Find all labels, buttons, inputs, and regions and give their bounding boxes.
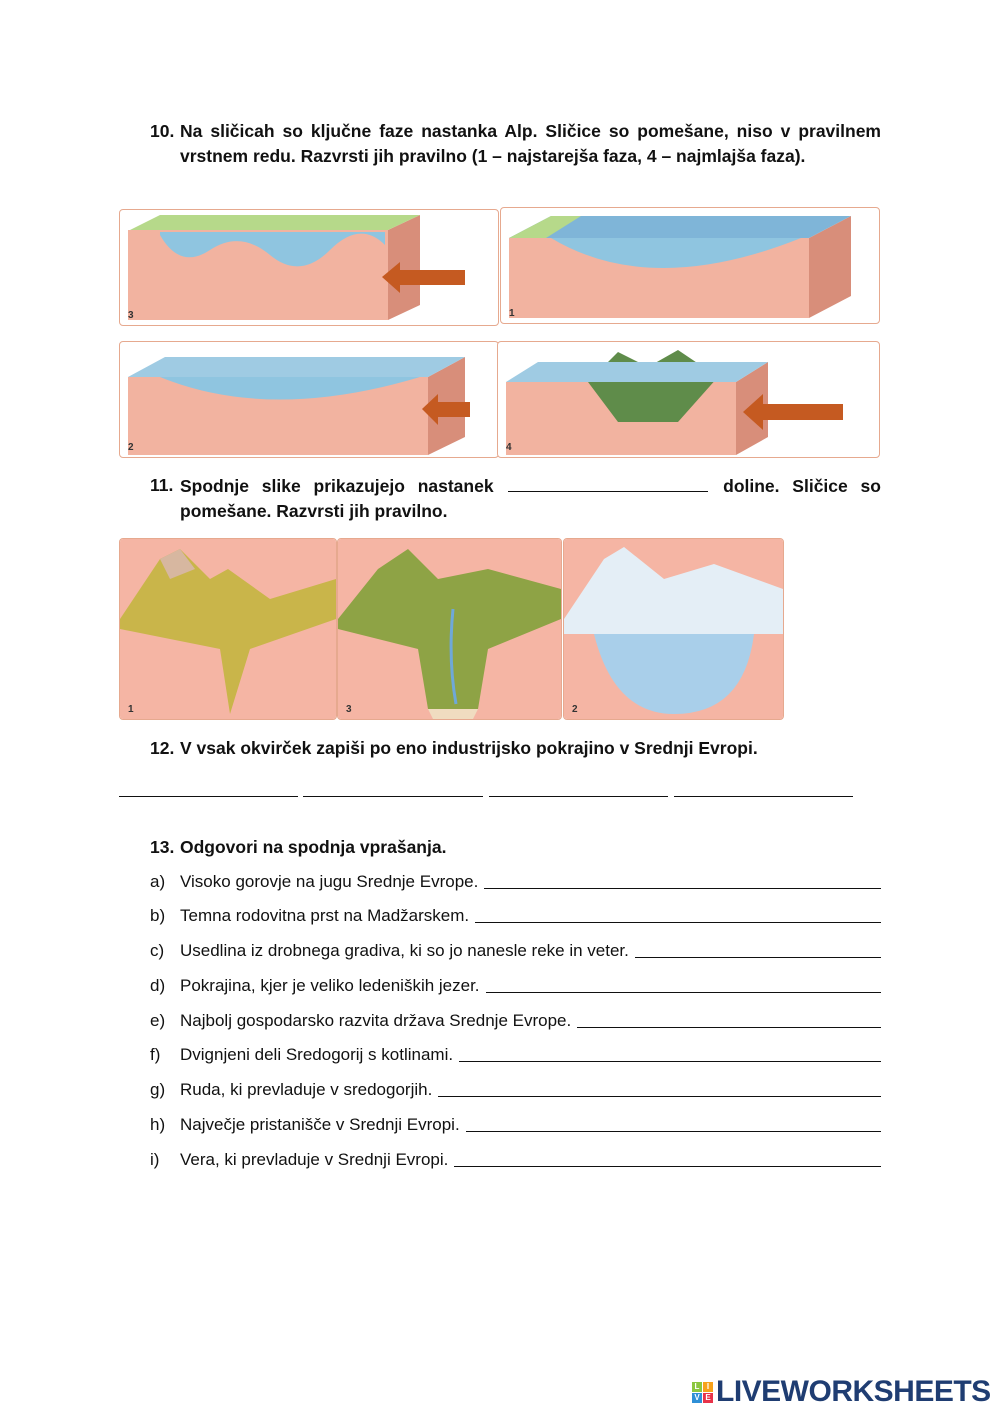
item-letter: c) (150, 941, 165, 960)
question-text-after: doline. Sličice so pomešane. Razvrsti ji… (180, 476, 881, 521)
image-label: 2 (128, 442, 134, 453)
answer-item-b: b) Temna rodovitna prst na Madžarskem. (150, 905, 881, 927)
item-letter: f) (150, 1045, 161, 1064)
item-text: Temna rodovitna prst na Madžarskem. (180, 906, 470, 925)
alps-phase-image-4: 4 (497, 341, 880, 458)
item-letter: b) (150, 906, 166, 925)
question-number: 10. (150, 121, 175, 141)
answer-blank[interactable] (459, 1044, 881, 1062)
logo-text: LIVEWORKSHEETS (716, 1375, 991, 1408)
image-label: 1 (128, 704, 134, 715)
item-letter: d) (150, 976, 166, 995)
answer-item-c: c) Usedlina iz drobnega gradiva, ki so jo… (150, 940, 881, 962)
item-letter: e) (150, 1011, 166, 1030)
item-letter: i) (150, 1150, 160, 1169)
item-text: Največje pristanišče v Srednji Evropi. (180, 1115, 460, 1134)
industrial-region-blank-1[interactable] (119, 776, 298, 797)
question-text-before: Spodnje slike prikazujejo nastanek (180, 476, 494, 496)
logo-tiles: L I V E (692, 1381, 713, 1403)
logo-tile: V (692, 1392, 702, 1403)
question-11: 11. Spodnje slike prikazujejo nastanek d… (150, 473, 881, 524)
answer-item-g: g) Ruda, ki prevladuje v sredogorjih. (150, 1079, 881, 1101)
answer-blank[interactable] (634, 940, 881, 958)
answer-item-f: f) Dvignjeni deli Sredogorij s kotlinami. (150, 1044, 881, 1066)
question-text: Na sličicah so ključne faze nastanka Alp… (180, 121, 881, 166)
item-letter: g) (150, 1080, 166, 1099)
item-text: Pokrajina, kjer je veliko ledeniških jez… (180, 976, 480, 995)
image-label: 3 (346, 704, 352, 715)
logo-tile: L (692, 1381, 702, 1392)
item-text: Najbolj gospodarsko razvita država Sredn… (180, 1011, 572, 1030)
alps-phase-image-3: 3 (119, 209, 499, 326)
question-text: Odgovori na spodnja vprašanja. (180, 837, 447, 857)
question-number: 13. (150, 837, 175, 857)
valley-image-2: 2 (563, 538, 784, 720)
answer-blank[interactable] (484, 871, 881, 889)
question-number: 11. (150, 475, 174, 495)
item-text: Dvignjeni deli Sredogorij s kotlinami. (180, 1045, 454, 1064)
alps-phase-image-1: 1 (500, 207, 880, 324)
answer-item-h: h) Največje pristanišče v Srednji Evropi. (150, 1114, 881, 1136)
answer-blank[interactable] (485, 975, 881, 993)
item-text: Usedlina iz drobnega gradiva, ki so jo n… (180, 941, 629, 960)
image-label: 3 (128, 310, 134, 321)
alps-phase-image-2: 2 (119, 341, 499, 458)
logo-tile: I (703, 1381, 713, 1392)
answer-item-e: e) Najbolj gospodarsko razvita država Sre… (150, 1010, 881, 1032)
item-letter: a) (150, 872, 166, 891)
industrial-region-blank-3[interactable] (489, 776, 668, 797)
image-label: 4 (506, 442, 512, 453)
item-text: Ruda, ki prevladuje v sredogorjih. (180, 1080, 433, 1099)
answer-blank[interactable] (577, 1010, 881, 1028)
answer-blank[interactable] (438, 1079, 881, 1097)
logo-tile: E (703, 1392, 713, 1403)
industrial-region-blank-4[interactable] (674, 776, 853, 797)
valley-image-3: 3 (337, 538, 562, 720)
valley-image-1: 1 (119, 538, 337, 720)
answer-blank[interactable] (465, 1114, 881, 1132)
item-text: Vera, ki prevladuje v Srednji Evropi. (180, 1150, 449, 1169)
answer-item-a: a) Visoko gorovje na jugu Srednje Evrope. (150, 871, 881, 893)
item-text: Visoko gorovje na jugu Srednje Evrope. (180, 872, 479, 891)
question-text: V vsak okvirček zapiši po eno industrijs… (180, 738, 758, 758)
answer-blank[interactable] (454, 1149, 881, 1167)
liveworksheets-logo: L I V E LIVEWORKSHEETS (692, 1375, 991, 1409)
question-10: 10. Na sličicah so ključne faze nastanka… (150, 119, 881, 169)
industrial-region-blank-2[interactable] (303, 776, 483, 797)
question-number: 12. (150, 738, 175, 758)
answer-blank[interactable] (475, 905, 881, 923)
answer-item-i: i) Vera, ki prevladuje v Srednji Evropi. (150, 1149, 881, 1171)
question-13: 13. Odgovori na spodnja vprašanja. (150, 835, 881, 860)
image-label: 1 (509, 308, 515, 319)
answer-item-d: d) Pokrajina, kjer je veliko ledeniških j… (150, 975, 881, 997)
valley-type-blank[interactable] (508, 473, 709, 492)
item-letter: h) (150, 1115, 166, 1134)
question-12: 12. V vsak okvirček zapiši po eno indust… (150, 736, 881, 761)
image-label: 2 (572, 704, 578, 715)
